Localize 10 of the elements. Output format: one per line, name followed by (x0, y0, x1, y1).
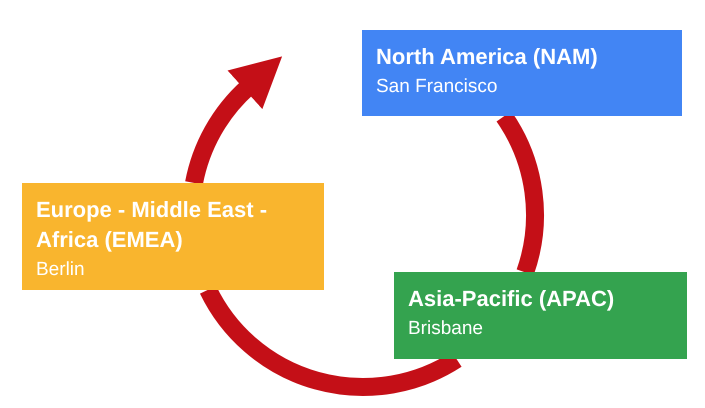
city-name: San Francisco (376, 75, 498, 99)
region-name: Asia-Pacific (APAC) (408, 285, 616, 313)
region-box (394, 272, 687, 359)
region-box (22, 183, 324, 290)
curved-arrow (185, 54, 280, 186)
region-name: North America (NAM) (376, 43, 599, 71)
region-name: Europe - Middle East - Africa (EMEA) (36, 196, 268, 254)
region-box (362, 30, 682, 116)
city-name: Brisbane (408, 317, 484, 341)
city-name: Berlin (36, 258, 86, 282)
